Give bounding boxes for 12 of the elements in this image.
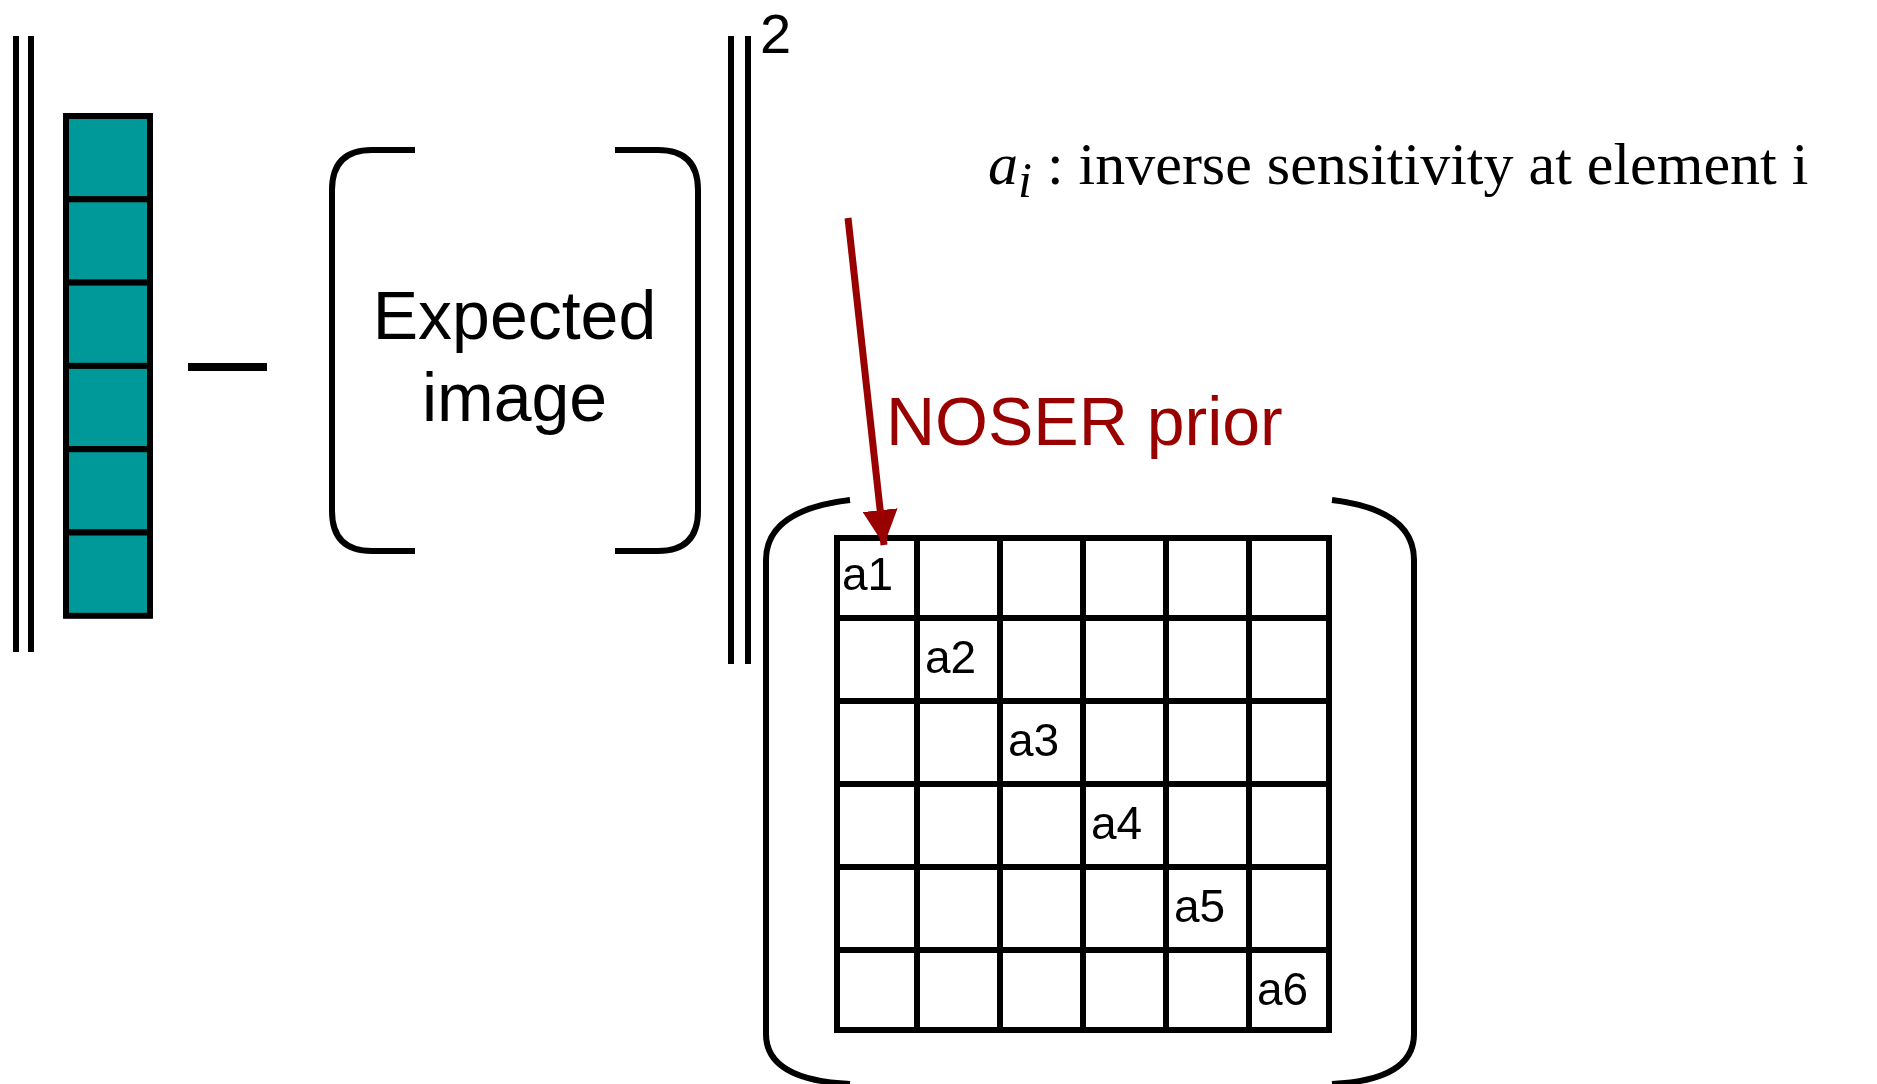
definition-text: a$_{i}$ : inverse sensitivity at element i bbox=[988, 130, 1809, 210]
matrix-entry: a3 bbox=[1008, 715, 1060, 766]
matrix-entry: a2 bbox=[925, 632, 977, 683]
arrow bbox=[844, 217, 898, 546]
edge-label: NOSER prior bbox=[886, 382, 1283, 460]
bracket-text: Expected image bbox=[371, 276, 658, 437]
matrix-entry: a6 bbox=[1257, 964, 1309, 1015]
matrix-entry: a5 bbox=[1174, 881, 1226, 932]
matrix-entry: a4 bbox=[1091, 798, 1143, 849]
matrix-grid bbox=[834, 535, 1332, 1033]
matrix-entry: a1 bbox=[842, 549, 894, 600]
exponent: 2 bbox=[760, 1, 792, 67]
